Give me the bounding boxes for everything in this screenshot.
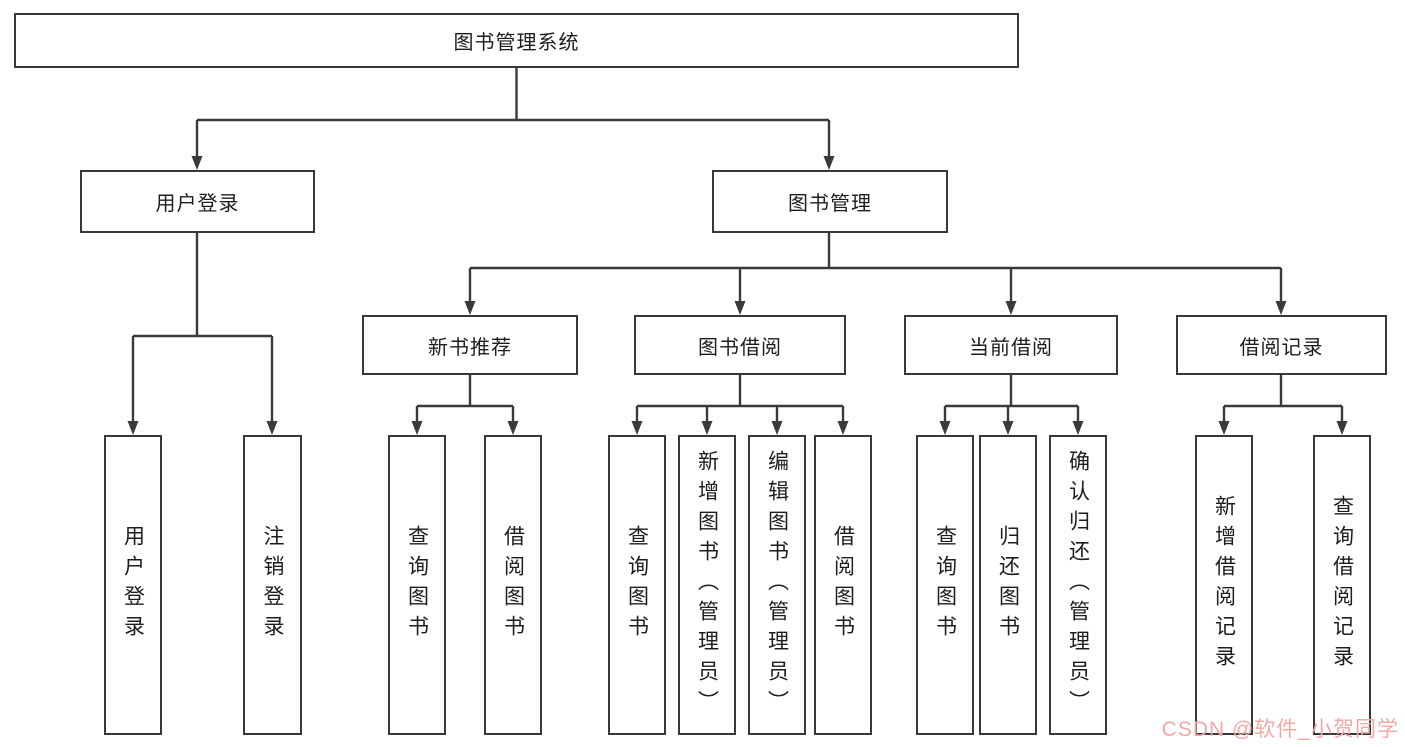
arrowhead-br-child2 <box>1336 421 1348 435</box>
leaf-cb-query-books: 查询图书 <box>916 435 974 735</box>
arrowhead-nbr-child1 <box>411 421 423 435</box>
node-new-book-rec: 新书推荐 <box>362 315 578 375</box>
node-book-borrow-label: 图书借阅 <box>698 336 782 359</box>
leaf-bb-query-books-label: 查询图书 <box>625 525 649 645</box>
node-user-login: 用户登录 <box>80 170 315 233</box>
leaf-bb-borrow-books-label: 借阅图书 <box>831 525 855 645</box>
leaf-nbr-query-books-label: 查询图书 <box>405 525 429 645</box>
arrowhead-ul-child1 <box>127 421 139 435</box>
leaf-cb-confirm-return-admin-label: 确认归还（管理员） <box>1066 450 1090 720</box>
arrowhead-cb-child2 <box>1002 421 1014 435</box>
arrowhead-bb-child4 <box>837 421 849 435</box>
leaf-bb-add-books-admin-label: 新增图书（管理员） <box>695 450 719 720</box>
leaf-cb-return-books: 归还图书 <box>979 435 1037 735</box>
arrowhead-user-login <box>191 156 203 170</box>
node-book-borrow: 图书借阅 <box>634 315 846 375</box>
node-root: 图书管理系统 <box>14 13 1019 68</box>
leaf-nbr-query-books: 查询图书 <box>388 435 446 735</box>
arrowhead-book-management <box>823 156 835 170</box>
leaf-bb-add-books-admin: 新增图书（管理员） <box>678 435 736 735</box>
leaf-br-add-record-label: 新增借阅记录 <box>1212 495 1236 675</box>
arrowhead-cb-child3 <box>1072 421 1084 435</box>
arrowhead-ul-child2 <box>266 421 278 435</box>
arrowhead-book-borrow <box>734 301 746 315</box>
leaf-nbr-borrow-books: 借阅图书 <box>484 435 542 735</box>
arrowhead-bb-child2 <box>701 421 713 435</box>
arrowhead-br-child1 <box>1218 421 1230 435</box>
node-current-borrow: 当前借阅 <box>904 315 1118 375</box>
leaf-logout-label: 注销登录 <box>261 525 284 645</box>
leaf-cb-confirm-return-admin: 确认归还（管理员） <box>1049 435 1107 735</box>
leaf-bb-edit-books-admin-label: 编辑图书（管理员） <box>765 450 789 720</box>
leaf-user-login-label: 用户登录 <box>121 525 145 645</box>
arrowhead-cb-child1 <box>939 421 951 435</box>
leaf-br-query-record: 查询借阅记录 <box>1313 435 1371 735</box>
arrowhead-bb-child1 <box>631 421 643 435</box>
node-borrow-record-label: 借阅记录 <box>1239 336 1324 359</box>
leaf-cb-query-books-label: 查询图书 <box>933 525 957 645</box>
leaf-br-query-record-label: 查询借阅记录 <box>1330 495 1354 675</box>
node-book-management-label: 图书管理 <box>788 193 872 215</box>
leaf-bb-query-books: 查询图书 <box>608 435 666 735</box>
watermark: CSDN @软件_小贺同学 <box>1161 718 1399 741</box>
leaf-br-add-record: 新增借阅记录 <box>1195 435 1253 735</box>
node-user-login-label: 用户登录 <box>155 193 240 215</box>
leaf-nbr-borrow-books-label: 借阅图书 <box>501 525 525 645</box>
node-current-borrow-label: 当前借阅 <box>969 336 1053 359</box>
leaf-bb-edit-books-admin: 编辑图书（管理员） <box>748 435 806 735</box>
arrowhead-nbr-child2 <box>507 421 519 435</box>
node-borrow-record: 借阅记录 <box>1176 315 1387 375</box>
leaf-user-login: 用户登录 <box>104 435 162 735</box>
node-root-label: 图书管理系统 <box>453 32 580 54</box>
leaf-cb-return-books-label: 归还图书 <box>996 525 1020 645</box>
node-new-book-rec-label: 新书推荐 <box>428 336 512 359</box>
arrowhead-borrow-record <box>1275 301 1287 315</box>
arrowhead-bb-child3 <box>771 421 783 435</box>
leaf-logout: 注销登录 <box>243 435 302 735</box>
leaf-bb-borrow-books: 借阅图书 <box>814 435 872 735</box>
arrowhead-new-book-rec <box>464 301 476 315</box>
arrowhead-current-borrow <box>1005 301 1017 315</box>
node-book-management: 图书管理 <box>712 170 948 233</box>
